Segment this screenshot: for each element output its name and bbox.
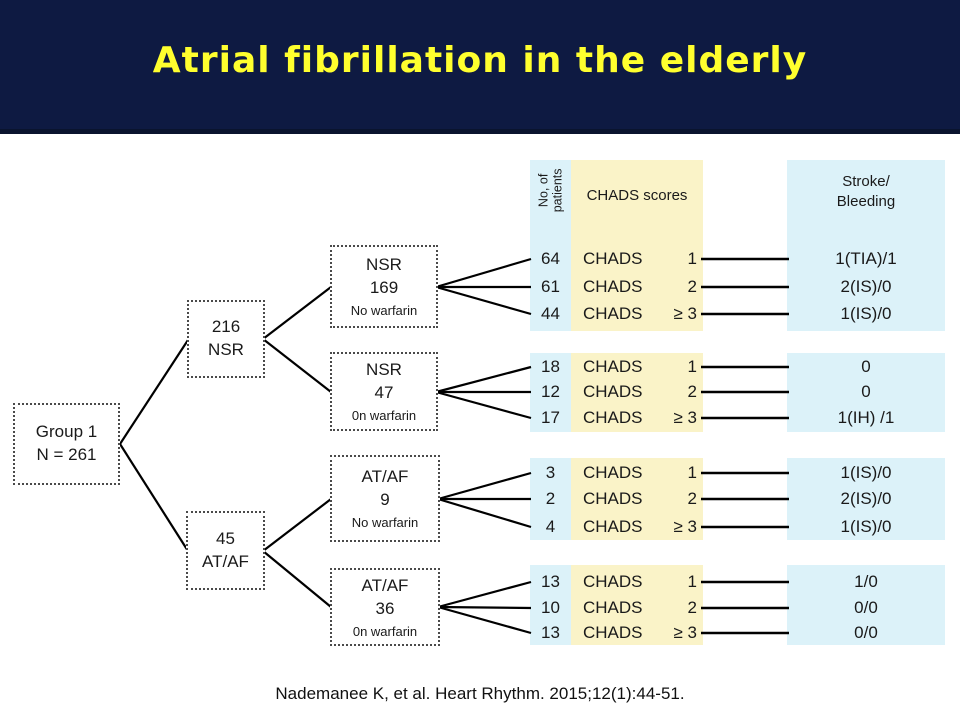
outcome-value: 2(IS)/0 <box>840 489 892 508</box>
chads-band-block2 <box>571 353 703 432</box>
patients-band-block1 <box>530 160 571 331</box>
nsr-216-box: 216 NSR <box>187 300 265 378</box>
ataf-36-warfarin-box: AT/AF 36 0n warfarin <box>330 568 440 646</box>
patient-count: 4 <box>545 517 556 536</box>
patient-count: 17 <box>541 408 560 427</box>
chads-score: 1 <box>687 249 697 268</box>
chads-band-block4 <box>571 565 703 645</box>
patient-count: 13 <box>541 572 560 591</box>
chads-score: 1 <box>687 463 697 482</box>
chads-label: CHADS <box>583 517 643 536</box>
outcome-value: 1/0 <box>854 572 878 591</box>
slide-title: Atrial fibrillation in the elderly <box>152 40 808 81</box>
patient-count: 18 <box>541 357 560 376</box>
chads-score: ≥ 3 <box>673 304 697 323</box>
chads-label: CHADS <box>583 489 643 508</box>
ataf-9-no-warfarin-box: AT/AF 9 No warfarin <box>330 455 440 542</box>
nsr-47-warfarin-box: NSR 47 0n warfarin <box>330 352 438 431</box>
outcome-value: 1(IH) /1 <box>837 408 895 427</box>
chads-band-block3 <box>571 458 703 540</box>
patient-count: 64 <box>541 249 560 268</box>
chads-score: 2 <box>687 382 697 401</box>
outcome-band-block1 <box>787 160 945 331</box>
outcome-value: 0 <box>861 357 871 376</box>
outcome-value: 1(IS)/0 <box>840 463 892 482</box>
outcome-value: 1(IS)/0 <box>840 517 892 536</box>
chads-score: 2 <box>687 598 697 617</box>
group1-box: Group 1 N = 261 <box>13 403 120 485</box>
citation-text: Nademanee K, et al. Heart Rhythm. 2015;1… <box>275 684 685 703</box>
chads-column-header: CHADS scores <box>586 187 688 204</box>
chads-label: CHADS <box>583 598 643 617</box>
patient-count: 13 <box>541 623 560 642</box>
chads-score: ≥ 3 <box>673 408 697 427</box>
chads-label: CHADS <box>583 623 643 642</box>
chads-label: CHADS <box>583 277 643 296</box>
patients-band-block2 <box>530 353 571 432</box>
outcome-value: 0 <box>861 382 871 401</box>
patient-count: 12 <box>541 382 560 401</box>
outcome-band-block2 <box>787 353 945 432</box>
outcome-band-block3 <box>787 458 945 540</box>
patient-count: 3 <box>545 463 556 482</box>
patient-count: 2 <box>545 489 556 508</box>
ataf-45-box: 45 AT/AF <box>186 511 265 590</box>
chads-label: CHADS <box>583 304 643 323</box>
slide-header-bar <box>0 0 960 134</box>
chads-label: CHADS <box>583 463 643 482</box>
outcome-value: 2(IS)/0 <box>840 277 892 296</box>
patients-band-block4 <box>530 565 571 645</box>
chads-score: ≥ 3 <box>673 623 697 642</box>
patient-count: 61 <box>541 277 560 296</box>
patient-count: 44 <box>541 304 560 323</box>
outcome-band-block4 <box>787 565 945 645</box>
chads-label: CHADS <box>583 357 643 376</box>
outcome-value: 1(TIA)/1 <box>835 249 897 268</box>
chads-label: CHADS <box>583 408 643 427</box>
chads-label: CHADS <box>583 382 643 401</box>
nsr-169-no-warfarin-box: NSR 169 No warfarin <box>330 245 438 328</box>
chads-score: ≥ 3 <box>673 517 697 536</box>
chads-label: CHADS <box>583 572 643 591</box>
outcome-value: 1(IS)/0 <box>840 304 892 323</box>
patients-band-block3 <box>530 458 571 540</box>
chads-score: 2 <box>687 277 697 296</box>
chads-score: 1 <box>687 357 697 376</box>
chads-band-block1 <box>571 160 703 331</box>
chads-score: 2 <box>687 489 697 508</box>
outcome-value: 0/0 <box>854 598 878 617</box>
chads-label: CHADS <box>583 249 643 268</box>
outcome-value: 0/0 <box>854 623 878 642</box>
patient-count: 10 <box>541 598 560 617</box>
chads-score: 1 <box>687 572 697 591</box>
outcome-column-header: Stroke/ Bleeding <box>836 173 896 210</box>
